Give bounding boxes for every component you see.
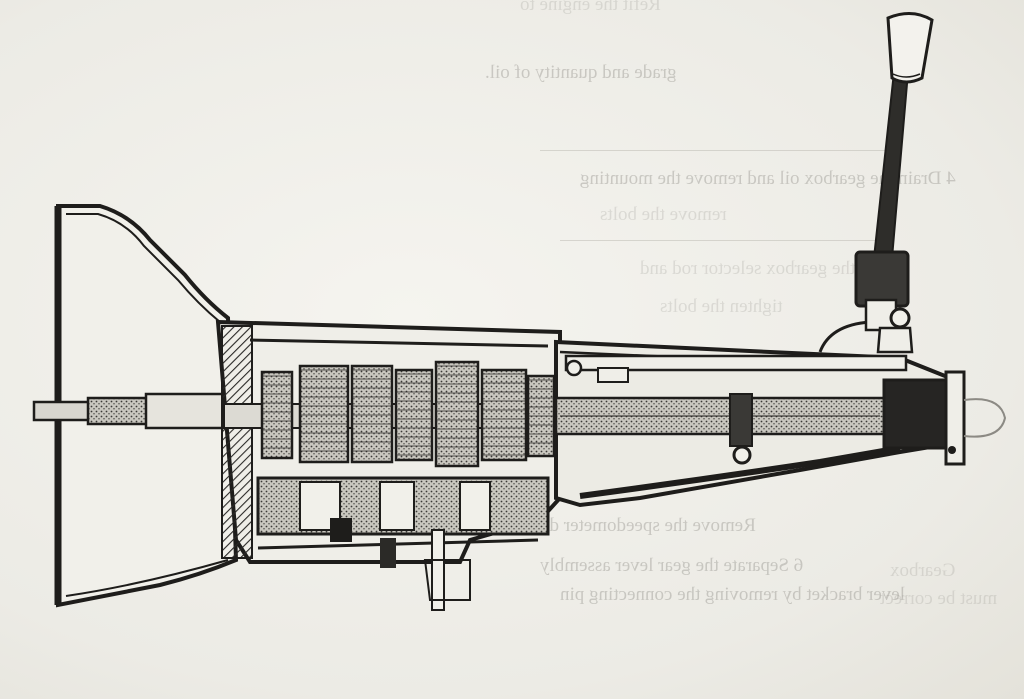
gear-cluster: [223, 360, 561, 468]
gear: [434, 360, 480, 468]
show-through-rule: [560, 240, 890, 241]
input-shaft: [32, 392, 226, 430]
gear: [394, 368, 434, 462]
gear: [480, 368, 528, 462]
gear-lever: [854, 71, 914, 354]
show-through-rule: [540, 150, 900, 151]
gear: [298, 364, 350, 464]
gear: [260, 370, 294, 460]
layshaft: [256, 476, 550, 611]
rear-flange: [882, 370, 1007, 466]
lever-knob: [886, 12, 934, 84]
gear: [350, 364, 394, 464]
output-shaft: [554, 393, 888, 465]
